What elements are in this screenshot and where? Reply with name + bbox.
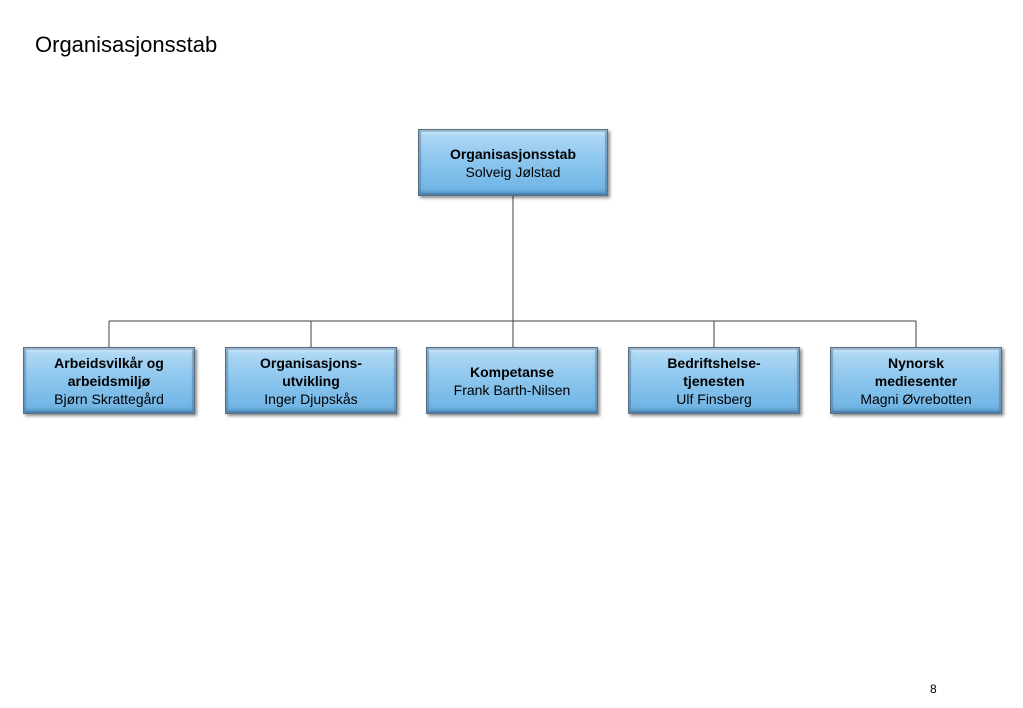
org-box-name-line1: Bedriftshelse-	[667, 354, 761, 371]
org-box-name-line1: Nynorsk	[887, 354, 945, 371]
org-box-name: Organisasjonsstab	[449, 145, 577, 162]
org-box-name-line2: arbeidsmiljø	[67, 372, 151, 389]
org-box-arbeidsvilkar: Arbeidsvilkår og arbeidsmiljø Bjørn Skra…	[23, 347, 195, 414]
org-box-root: Organisasjonsstab Solveig Jølstad	[418, 129, 608, 196]
org-box-kompetanse: Kompetanse Frank Barth-Nilsen	[426, 347, 598, 414]
org-box-person: Solveig Jølstad	[465, 163, 561, 180]
org-box-person: Inger Djupskås	[264, 390, 358, 407]
page-title: Organisasjonsstab	[35, 32, 218, 57]
org-box-name-line1: Arbeidsvilkår og	[54, 354, 164, 371]
org-box-person: Magni Øvrebotten	[860, 390, 972, 407]
org-box-name-line2: mediesenter	[874, 372, 958, 389]
page-number: 8	[930, 682, 937, 696]
org-box-name-line1: Kompetanse	[469, 363, 555, 380]
org-box-person: Ulf Finsberg	[676, 390, 752, 407]
org-box-nynorsk-mediesenter: Nynorsk mediesenter Magni Øvrebotten	[830, 347, 1002, 414]
org-box-person: Frank Barth-Nilsen	[453, 381, 571, 398]
org-box-name-line2: tjenesten	[683, 372, 745, 389]
org-box-person: Bjørn Skrattegård	[54, 390, 164, 407]
org-box-name-line1: Organisasjons-	[260, 354, 362, 371]
org-box-bedriftshelsetjenesten: Bedriftshelse- tjenesten Ulf Finsberg	[628, 347, 800, 414]
org-box-organisasjonsutvikling: Organisasjons- utvikling Inger Djupskås	[225, 347, 397, 414]
org-box-name-line2: utvikling	[282, 372, 340, 389]
